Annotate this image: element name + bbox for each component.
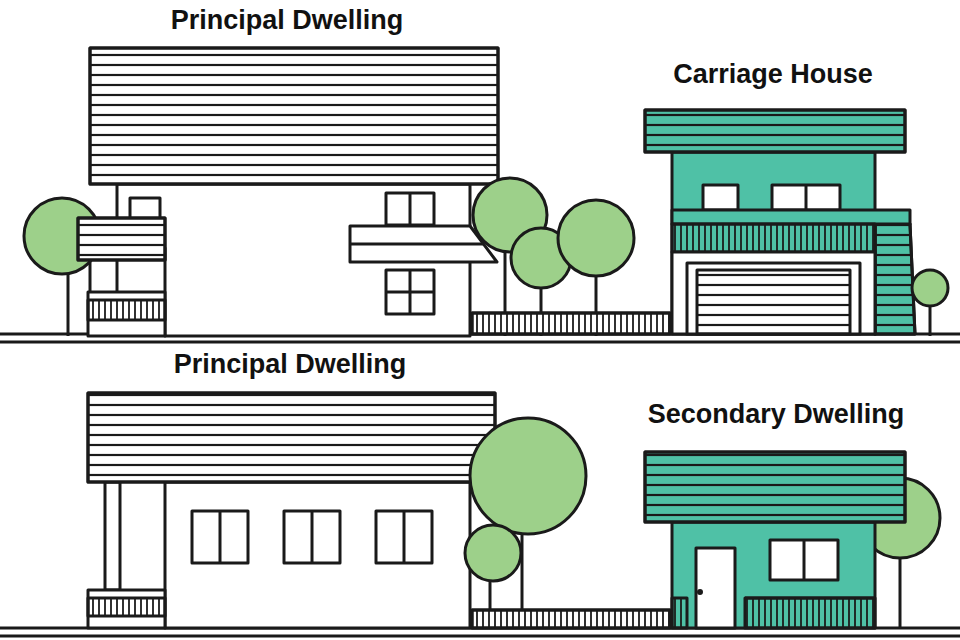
principal-house [165,482,470,628]
carriage-house [703,185,738,210]
carriage-house [805,185,808,210]
principal-house [90,48,498,184]
carriage-house [645,110,915,334]
secondary-house [645,452,905,628]
tree [465,525,521,581]
principal-house [116,260,119,292]
carriage-house [687,263,860,334]
principal-house [403,511,406,563]
carriage-house [645,110,905,152]
principal-house [88,393,495,482]
principal-house [192,511,248,563]
secondary-house [745,597,875,600]
carriage-house [672,152,875,334]
house-label: Principal Dwelling [171,4,404,36]
tree [912,270,948,306]
fence [472,610,670,628]
principal-house [88,300,165,320]
principal-house [78,48,498,336]
principal-house [386,291,434,294]
fence [472,313,670,334]
secondary-house [645,452,905,522]
principal-house [350,226,497,262]
tree [465,418,586,628]
carriage-house [672,210,910,224]
carriage-house [697,270,850,334]
principal-house [311,511,314,563]
principal-house [386,193,434,225]
tree [912,270,948,336]
carriage-house [772,185,840,210]
principal-house [88,598,165,616]
principal-house [90,48,498,184]
house-label: Secondary Dwelling [648,398,905,430]
secondary-house [672,598,687,628]
principal-house [284,511,340,563]
tree [558,200,634,276]
secondary-house [696,548,735,628]
fence [472,610,670,628]
principal-house [105,482,120,590]
secondary-house [770,540,838,580]
principal-house [88,590,165,628]
secondary-house [699,591,702,594]
secondary-house [803,540,806,580]
principal-house [88,393,495,628]
drawing-part [0,48,960,636]
fence [472,313,670,334]
principal-house [78,218,165,260]
carriage-house [672,224,875,252]
house-label: Principal Dwelling [174,348,407,380]
carriage-house [645,110,905,152]
principal-house [89,260,92,292]
principal-house [219,511,222,563]
principal-house [386,270,434,314]
fence [472,610,670,628]
carriage-house [875,224,915,334]
principal-house [350,243,484,246]
secondary-house [745,598,875,628]
principal-house [88,292,165,336]
carriage-house [672,252,875,334]
carriage-house [875,224,915,334]
secondary-house [672,522,875,628]
secondary-house [645,452,905,522]
principal-house [88,393,495,482]
tree [470,418,586,534]
principal-house [376,511,432,563]
principal-house [78,218,165,260]
fence [472,313,670,334]
house-label: Carriage House [673,58,873,90]
principal-house [409,193,412,225]
